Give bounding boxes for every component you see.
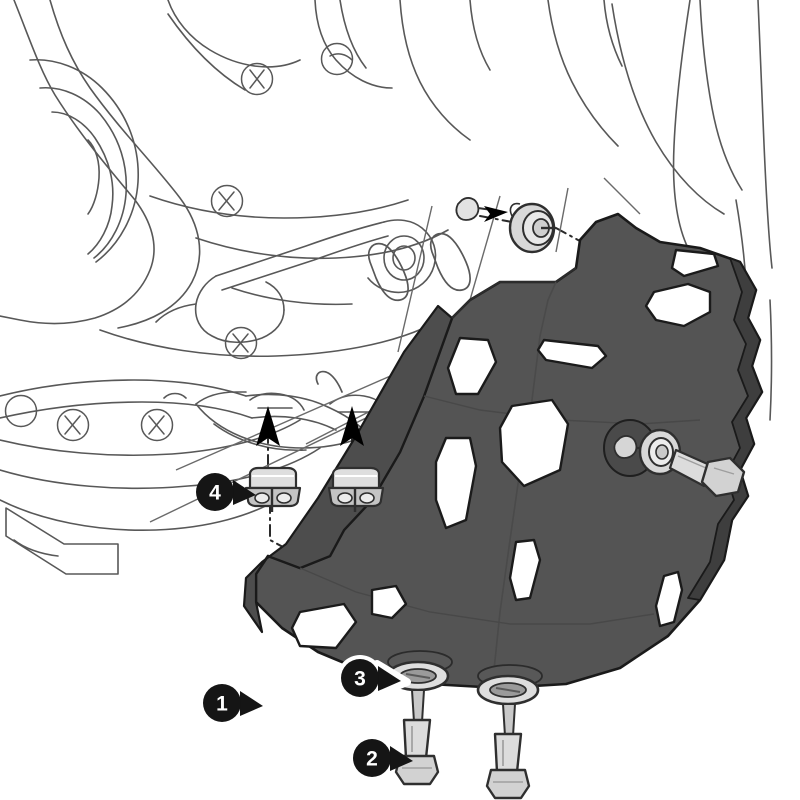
callout-2-tail (390, 746, 413, 771)
callout-1-number: 1 (216, 693, 228, 716)
frame-arrow-left-icon (256, 406, 280, 446)
side-bolt-assembly (603, 419, 746, 498)
plate-lower-crease (299, 567, 655, 625)
frame-mount-arrows (256, 406, 364, 446)
callout-3: 3 (337, 655, 411, 701)
rubber-mount-right (327, 466, 385, 512)
bolt-shank-left (402, 718, 432, 760)
rubber-mount-blocks (244, 466, 385, 512)
fastener-left (386, 650, 453, 786)
callout-4-tail (233, 480, 256, 505)
grommet-washer (508, 202, 556, 254)
callout-1-circle (203, 684, 241, 722)
plate-top-fold (451, 267, 577, 319)
callout-badges: 1 2 3 4 (196, 473, 413, 777)
fastener-right (476, 664, 543, 800)
callout-1-tail (240, 691, 263, 716)
bolt-head-right (485, 768, 531, 800)
callout-4-number: 4 (209, 482, 221, 505)
engine-frame-line-art (0, 0, 773, 575)
bolt-shank-right (493, 732, 523, 774)
callout-1: 1 (203, 684, 263, 722)
callout-2: 2 (353, 739, 413, 777)
callout-3-circle (341, 659, 379, 697)
callout-4-circle (196, 473, 234, 511)
plate-cutouts (290, 248, 720, 650)
callout-2-number: 2 (366, 748, 378, 771)
rubber-mount-left (244, 466, 302, 512)
frame-arrow-right-icon (340, 406, 364, 446)
callout-4: 4 (196, 473, 256, 511)
callout-2-circle (353, 739, 391, 777)
lower-fasteners (386, 650, 543, 800)
top-insert-arrow-icon (484, 206, 508, 222)
callout-3-tail (378, 666, 401, 691)
callout-3-number: 3 (354, 668, 366, 691)
